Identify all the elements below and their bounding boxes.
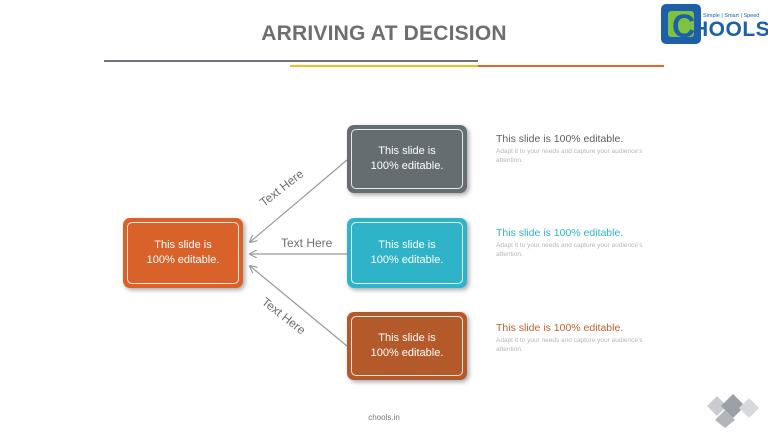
option-box-top-text: This slide is 100% editable. <box>370 145 444 172</box>
slide-title: ARRIVING AT DECISION <box>261 22 507 45</box>
option-box-middle-text: This slide is 100% editable. <box>370 239 444 266</box>
connector-bottom <box>250 266 348 347</box>
option-box-bottom[interactable]: This slide is 100% editable. <box>347 312 467 380</box>
description-heading-2: This slide is 100% editable. <box>496 227 624 239</box>
description-block-3: This slide is 100% editable. Adapt it to… <box>496 322 646 354</box>
option-box-bottom-text: This slide is 100% editable. <box>370 332 444 359</box>
corner-diamonds-icon <box>707 394 759 428</box>
brand-logo: C Simple | Smart | Speed HOOLS <box>661 4 768 44</box>
connector-top <box>250 159 348 242</box>
title-underline-yellow <box>290 65 478 67</box>
edge-label-middle: Text Here <box>281 236 333 250</box>
logo-wordmark: HOOLS <box>693 18 768 41</box>
decision-box-text: This slide is 100% editable. <box>146 239 220 266</box>
footer-url: chools.in <box>368 413 400 422</box>
title-underline-orange <box>478 65 664 67</box>
description-text-1: Adapt it to your needs and capture your … <box>496 148 643 164</box>
description-heading-3: This slide is 100% editable. <box>496 322 624 334</box>
decision-box[interactable]: This slide is 100% editable. <box>123 218 243 288</box>
option-box-middle[interactable]: This slide is 100% editable. <box>347 218 467 288</box>
logo-initial: C <box>672 8 696 44</box>
description-text-2: Adapt it to your needs and capture your … <box>496 242 643 258</box>
description-block-1: This slide is 100% editable. Adapt it to… <box>496 133 646 165</box>
logo-mark-icon <box>661 4 701 44</box>
logo-tagline: Simple | Smart | Speed <box>703 13 760 19</box>
description-block-2: This slide is 100% editable. Adapt it to… <box>496 227 646 259</box>
option-box-top[interactable]: This slide is 100% editable. <box>347 125 467 193</box>
description-text-3: Adapt it to your needs and capture your … <box>496 337 643 353</box>
title-underline-gray <box>104 60 478 62</box>
description-heading-1: This slide is 100% editable. <box>496 133 624 145</box>
